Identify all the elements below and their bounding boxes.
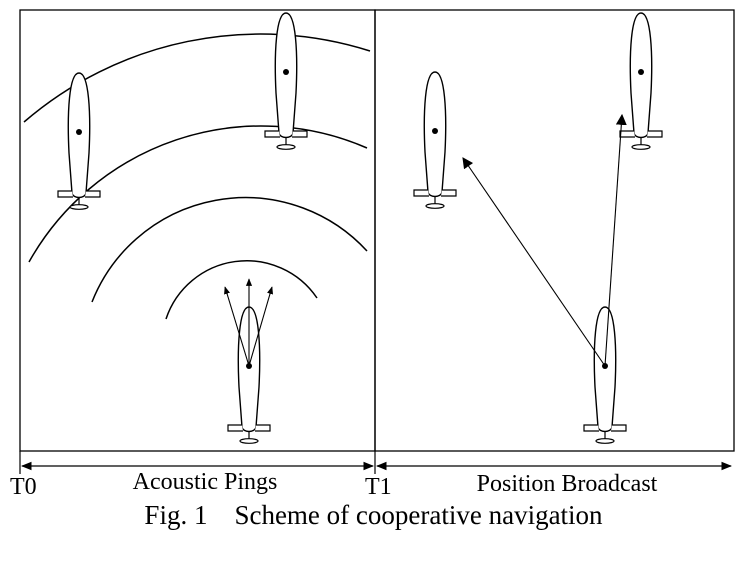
figure-caption: Fig. 1 Scheme of cooperative navigation xyxy=(144,500,603,530)
cooperative-navigation-diagram: T0 T1 Acoustic Pings Position Broadcast xyxy=(10,9,735,500)
broadcast-arrows xyxy=(462,113,627,367)
wave-arc-third xyxy=(28,125,368,263)
acoustic-wave-arcs xyxy=(23,33,371,320)
auv-left-top-left xyxy=(57,72,101,211)
right-panel-frame xyxy=(374,9,735,452)
wave-arc-second xyxy=(91,196,368,303)
position-broadcast-label: Position Broadcast xyxy=(477,471,658,497)
timeline xyxy=(19,451,733,474)
t1-label: T1 xyxy=(365,474,392,500)
auv-right-left xyxy=(413,71,457,210)
t0-label: T0 xyxy=(10,474,37,500)
auv-right-broadcaster xyxy=(583,306,627,444)
wave-arc-inner xyxy=(165,260,318,320)
acoustic-pings-label: Acoustic Pings xyxy=(133,469,278,495)
ping-arrows xyxy=(224,278,274,367)
auv-right-top xyxy=(619,12,663,151)
left-panel-frame xyxy=(19,9,376,452)
wave-arc-outer xyxy=(23,33,371,123)
